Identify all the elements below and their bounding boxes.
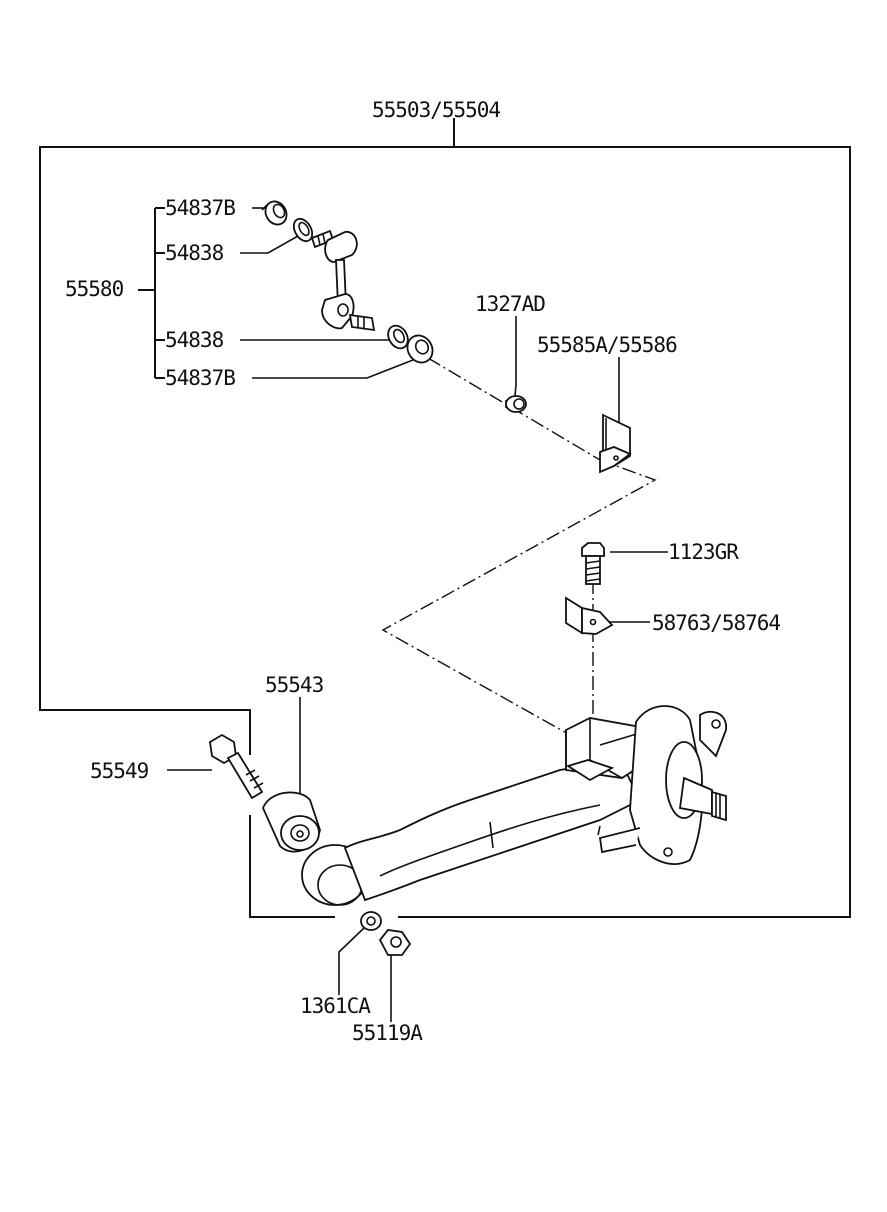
stabilizer-bracket-icon (599, 413, 632, 474)
bolt-icon (581, 542, 605, 585)
stabilizer-link-icon (261, 200, 434, 364)
bushing-lower-label: 54838 (165, 328, 224, 352)
pivot-bolt-icon (209, 733, 264, 800)
washer-icon (360, 911, 382, 931)
stabilizer-link-label: 55580 (65, 277, 124, 301)
link-leaders (167, 207, 668, 1022)
pivot-nut-icon (378, 929, 412, 956)
washer-label: 1361CA (300, 994, 371, 1018)
nut-lower-label: 54837B (165, 366, 235, 390)
assembly-frame (39, 118, 851, 918)
trailing-arm-icon (301, 705, 727, 906)
hose-bracket-label: 58763/58764 (652, 611, 780, 635)
assembly-centerlines (381, 357, 657, 760)
bushing-label: 55543 (265, 673, 324, 697)
flange-nut-icon (505, 395, 527, 413)
link-group-bracket (138, 207, 165, 379)
pivot-nut-label: 55119A (352, 1021, 423, 1045)
bracket-bolt-nut-label: 1327AD (475, 292, 545, 316)
hose-bracket-icon (565, 596, 614, 635)
nut-upper-label: 54837B (165, 196, 235, 220)
assembly-label: 55503/55504 (372, 98, 500, 122)
pivot-bolt-label: 55549 (90, 759, 149, 783)
bushing-upper-label: 54838 (165, 241, 224, 265)
bolt-label: 1123GR (668, 540, 739, 564)
stabilizer-bracket-label: 55585A/55586 (537, 333, 677, 357)
bushing-icon (262, 791, 321, 853)
